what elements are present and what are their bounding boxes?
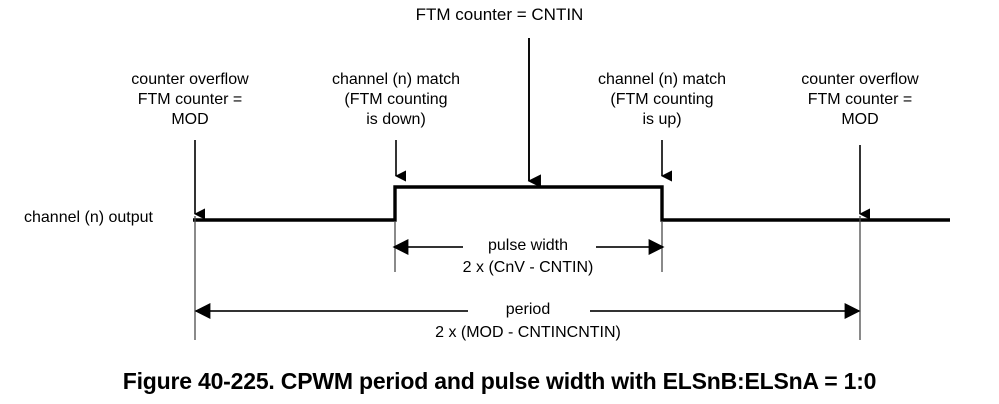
annotation-line-1: counter overflow	[131, 71, 249, 88]
annotation-line-3: MOD	[171, 111, 209, 128]
annotation-counter-overflow-right: counter overflow FTM counter = MOD	[745, 70, 975, 130]
annotation-line-2: FTM counter =	[137, 91, 243, 108]
annotation-line-2: (FTM counting	[610, 91, 714, 108]
period-formula: 2 x (MOD - CNTINCNTIN)	[435, 324, 621, 341]
period-label: period	[505, 301, 551, 318]
channel-output-waveform	[193, 185, 950, 222]
annotation-line-2: (FTM counting	[344, 91, 448, 108]
pulse-width-label: pulse width	[487, 237, 569, 254]
pulse-width-formula: 2 x (CnV - CNTIN)	[462, 259, 594, 276]
annotation-line-1: channel (n) match	[331, 71, 461, 88]
annotation-line-1: channel (n) match	[597, 71, 727, 88]
annotation-channel-match-up: channel (n) match (FTM counting is up)	[547, 70, 777, 130]
annotation-line-3: MOD	[841, 111, 879, 128]
annotation-line-3: is up)	[642, 111, 682, 128]
annotation-channel-match-down: channel (n) match (FTM counting is down)	[281, 70, 511, 130]
annotation-line-3: is down)	[366, 111, 426, 128]
annotation-counter-overflow-left: counter overflow FTM counter = MOD	[75, 70, 305, 130]
channel-output-label: channel (n) output	[24, 209, 153, 226]
annotation-line-1: counter overflow	[801, 71, 919, 88]
figure-caption: Figure 40-225. CPWM period and pulse wid…	[122, 368, 877, 394]
annotation-line-2: FTM counter =	[807, 91, 913, 108]
ftm-counter-cntin-label: FTM counter = CNTIN	[415, 5, 584, 24]
